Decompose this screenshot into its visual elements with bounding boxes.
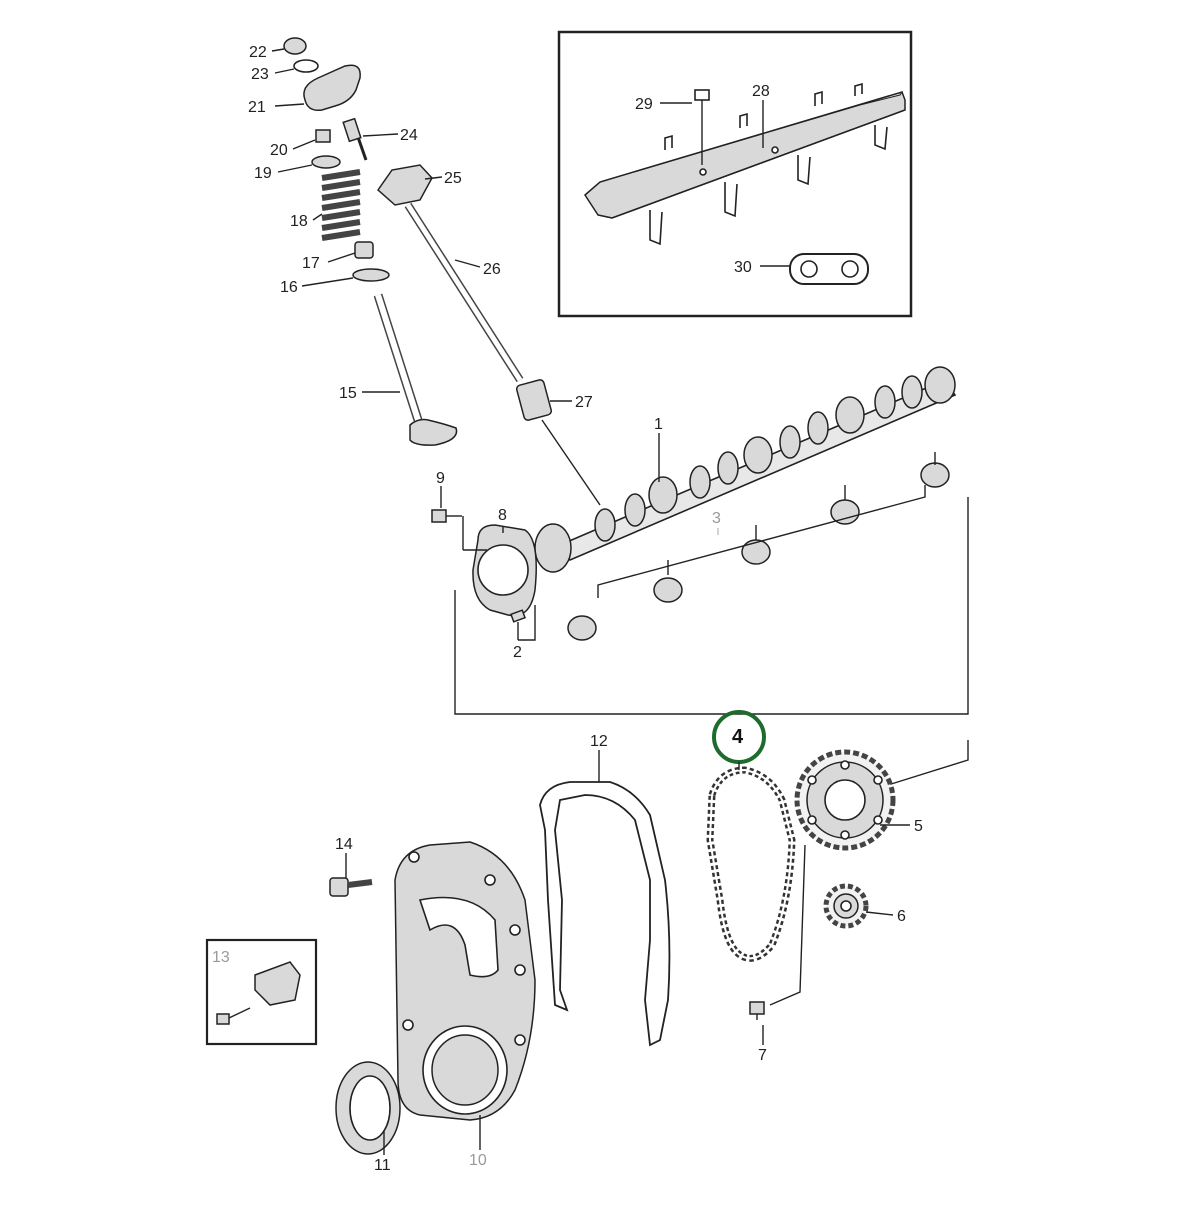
timing-chain-drawing [706, 766, 796, 962]
bearing-set-drawing [567, 452, 950, 641]
callout-24: 24 [400, 127, 418, 144]
callout-5: 5 [914, 818, 923, 835]
callout-3: 3 [712, 510, 721, 527]
callout-8: 8 [498, 507, 507, 524]
callout-30: 30 [734, 259, 752, 276]
callout-7: 7 [758, 1047, 767, 1064]
valve-drawing [373, 293, 458, 446]
callout-25: 25 [444, 170, 462, 187]
callout-11: 11 [374, 1157, 391, 1174]
camshaft-sprocket-drawing [794, 749, 896, 851]
callout-1: 1 [654, 416, 663, 433]
callout-16: 16 [280, 279, 298, 296]
callout-19: 19 [254, 165, 272, 182]
bolt-29-drawing [694, 89, 710, 165]
crank-sprocket-drawing [823, 883, 869, 929]
sensor-inset-13 [205, 938, 318, 1046]
bracket-drawing [584, 82, 906, 246]
callout-27: 27 [575, 394, 593, 411]
timing-cover-drawing [394, 841, 536, 1121]
bolt-14-drawing [329, 877, 373, 897]
callout-14: 14 [335, 836, 353, 853]
callout-21: 21 [248, 99, 266, 116]
leader-lines [271, 48, 910, 1155]
valve-spring-drawing [321, 169, 361, 241]
callout-22: 22 [249, 44, 267, 61]
seal-30-drawing [789, 253, 869, 285]
valve-cover-bracket-inset [557, 30, 913, 318]
callout-2: 2 [513, 644, 522, 661]
callout-15: 15 [339, 385, 357, 402]
callout-20: 20 [270, 142, 288, 159]
cover-gasket-drawing [539, 781, 671, 1047]
bolt-7-drawing [749, 844, 806, 1020]
callout-17: 17 [302, 255, 320, 272]
callout-29: 29 [635, 96, 653, 113]
camshaft-drawing [534, 366, 957, 573]
oil-seal-drawing [335, 1061, 401, 1155]
callout-12: 12 [590, 733, 608, 750]
callout-9: 9 [436, 470, 445, 487]
callout-13: 13 [212, 949, 230, 966]
valve-train-drawing [283, 37, 601, 506]
callout-6: 6 [897, 908, 906, 925]
callout-23: 23 [251, 66, 269, 83]
thrust-plate-drawing [431, 509, 537, 623]
callout-28: 28 [752, 83, 770, 100]
callout-4: 4 [732, 726, 744, 748]
callout-26: 26 [483, 261, 501, 278]
callout-18: 18 [290, 213, 308, 230]
callout-10: 10 [469, 1152, 487, 1169]
callout-labels: 22 23 21 20 19 18 17 16 15 24 25 26 27 2… [212, 44, 923, 1174]
